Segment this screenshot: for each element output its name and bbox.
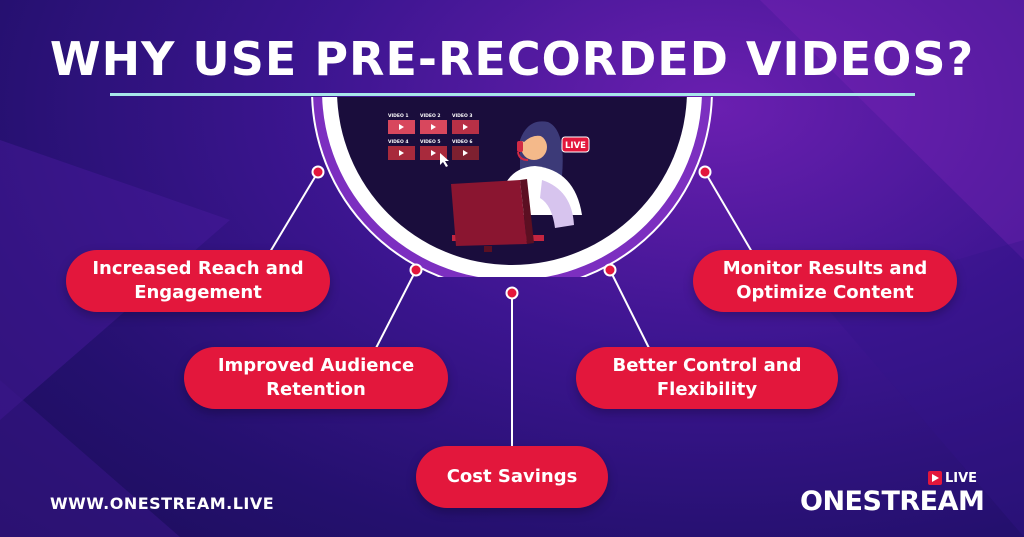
benefit-label: Improved Audience Retention [217, 354, 415, 400]
connector-dots [311, 165, 712, 300]
benefit-label: Increased Reach and Engagement [92, 257, 304, 303]
footer-url[interactable]: WWW.ONESTREAM.LIVE [50, 494, 275, 513]
brand-logo: LIVE ONESTREAM [800, 470, 985, 518]
logo-live-badge: LIVE [928, 470, 977, 486]
benefit-label: Cost Savings [446, 465, 578, 487]
video-label-6: VIDEO 6 [452, 139, 473, 145]
benefit-label: Better Control and Flexibility [612, 354, 802, 400]
connector-lines [269, 171, 753, 446]
benefit-pill-monitor: Monitor Results and Optimize Content [693, 250, 957, 312]
benefit-pill-reach: Increased Reach and Engagement [66, 250, 330, 312]
video-label-3: VIDEO 3 [452, 113, 473, 119]
benefit-pill-retention: Improved Audience Retention [184, 347, 448, 409]
video-thumbnails: VIDEO 1 VIDEO 2 VIDEO 3 VIDEO 4 VIDEO 5 … [388, 113, 479, 167]
svg-text:LIVE: LIVE [565, 141, 586, 151]
monitor-icon [451, 179, 534, 252]
live-badge: LIVE [561, 136, 590, 153]
title-underline [110, 93, 915, 96]
page-title: WHY USE PRE-RECORDED VIDEOS? [49, 32, 975, 86]
logo-live-text: LIVE [945, 470, 978, 486]
play-icon [928, 471, 942, 485]
video-label-1: VIDEO 1 [388, 113, 409, 119]
video-label-4: VIDEO 4 [388, 139, 409, 145]
video-label-2: VIDEO 2 [420, 113, 441, 119]
benefit-label: Monitor Results and Optimize Content [722, 257, 928, 303]
benefit-pill-cost-savings: Cost Savings [416, 446, 608, 508]
video-label-5: VIDEO 5 [420, 139, 441, 145]
logo-wordmark: ONESTREAM [800, 486, 985, 517]
cursor-icon [440, 153, 449, 167]
benefit-pill-control: Better Control and Flexibility [576, 347, 838, 409]
